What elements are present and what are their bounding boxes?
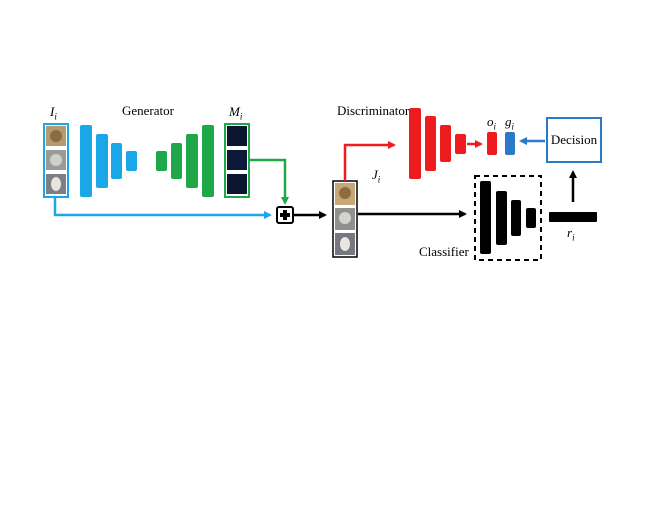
classifier (480, 181, 536, 254)
discriminator-label: Discriminator (337, 103, 410, 118)
plus-in-square-icon (276, 206, 294, 224)
adv-image-strip (332, 180, 358, 258)
decision-box: Decision (546, 117, 602, 163)
mask-to-add-arrow (250, 158, 289, 205)
r-output-label: ri (567, 225, 575, 243)
discriminator-layer-4 (455, 134, 466, 154)
discriminator-layer-3 (440, 125, 451, 162)
mask-thumbnail-1 (227, 126, 247, 146)
input-image-label: Ii (50, 104, 57, 122)
discriminator-layer-2 (425, 116, 436, 171)
r-output-bar (549, 212, 597, 222)
discriminator (409, 108, 466, 179)
encoder-layer-4 (126, 151, 137, 171)
mask-label: Mi (229, 104, 243, 122)
o-output-label: oi (487, 114, 497, 132)
classifier-layer-2 (496, 191, 507, 245)
g-output-label: gi (505, 114, 515, 132)
generator-label: Generator (122, 103, 174, 118)
decision-label: Decision (550, 132, 598, 147)
classifier-layer-4 (526, 208, 536, 228)
classifier-layer-1 (480, 181, 491, 254)
g-output-block (505, 132, 515, 155)
decoder-layer-1 (156, 151, 167, 171)
generator-encoder (80, 125, 137, 197)
encoder-layer-3 (111, 143, 122, 179)
decoder-layer-3 (186, 134, 198, 188)
classifier-box (474, 175, 542, 261)
classifier-layer-3 (511, 200, 521, 236)
generator-decoder (156, 125, 214, 197)
encoder-layer-2 (96, 134, 108, 188)
decoder-layer-4 (202, 125, 214, 197)
mask-strip (224, 123, 250, 198)
discriminator-layer-1 (409, 108, 421, 179)
decoder-layer-2 (171, 143, 182, 179)
adv-to-discriminator-arrow (343, 141, 396, 181)
adv-image-label: Ji (372, 167, 381, 185)
mask-thumbnail-3 (227, 174, 247, 194)
classifier-label: Classifier (419, 244, 469, 259)
o-output-block (487, 132, 497, 155)
mask-thumbnail-2 (227, 150, 247, 170)
input-image-strip (43, 123, 69, 198)
input-to-add-arrow (53, 197, 272, 219)
encoder-layer-1 (80, 125, 92, 197)
